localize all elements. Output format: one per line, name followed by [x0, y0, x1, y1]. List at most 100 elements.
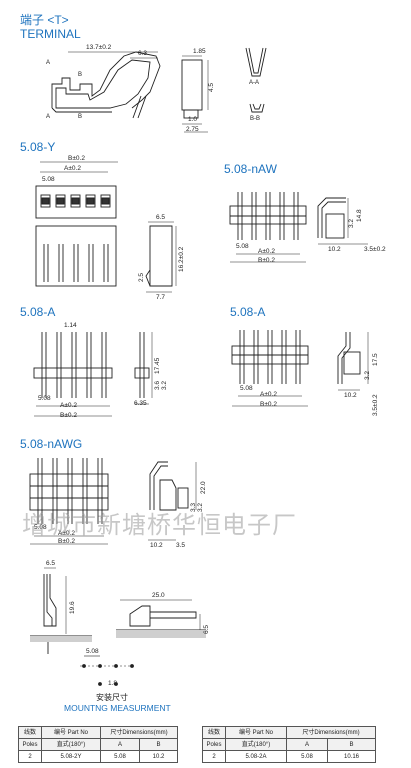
dim-label: 6.35	[134, 400, 147, 407]
mount-title-cn: 安装尺寸	[96, 693, 128, 702]
dim-label: 3.5±0.2	[364, 246, 386, 253]
section-marker: A	[46, 60, 51, 66]
table-header: 线数	[202, 726, 226, 739]
naw508-side-view	[317, 197, 368, 245]
y508-side-view	[145, 221, 177, 293]
spec-table-left: 线数 编号 Part No 尺寸Dimensions(mm) Poles 直式(…	[18, 726, 178, 763]
table-cell: 10.16	[327, 750, 376, 763]
spec-table-right: 线数 编号 Part No 尺寸Dimensions(mm) Poles 直式(…	[202, 726, 376, 763]
dim-label: 13.7±0.2	[86, 44, 112, 51]
a508-right-side-view	[337, 332, 369, 391]
table-header: A	[100, 738, 140, 751]
y508-title: 5.08-Y	[20, 140, 56, 154]
dim-label: 3.6	[154, 380, 161, 390]
nawg508-title: 5.08-nAWG	[20, 437, 83, 451]
dim-label: 22.0	[200, 481, 207, 494]
dim-label: 10.2	[150, 542, 163, 549]
dim-label: 1.0	[188, 116, 198, 123]
section-b-b	[249, 103, 265, 113]
table-cell: 5.08-2A	[225, 750, 287, 763]
dim-label: 10.2	[328, 246, 341, 253]
dim-label: A±0.2	[64, 165, 81, 172]
a508-right-front-view	[231, 330, 309, 407]
dim-label: B±0.2	[68, 155, 85, 162]
table-header: 直式(180°)	[225, 738, 287, 751]
table-cell: 2	[202, 750, 226, 763]
a508-right-title: 5.08-A	[230, 305, 266, 319]
y508-top-view	[35, 161, 118, 219]
dim-label: 5.08	[34, 524, 47, 531]
table-row: 2 5.08-2A 5.08 10.16	[202, 750, 376, 763]
table-header: Poles	[18, 738, 42, 751]
table-row: 2 5.08-2Y 5.08 10.2	[18, 750, 178, 763]
dim-label: 3.5	[176, 542, 186, 549]
table-header: 尺寸Dimensions(mm)	[286, 726, 376, 739]
table-header: 编号 Part No	[225, 726, 287, 739]
dim-label: 17.5	[372, 353, 379, 366]
dim-label: 25.0	[152, 592, 165, 599]
terminal-side-view	[51, 51, 161, 119]
watermark-text: 增城市新塘桥华恒电子厂	[22, 511, 297, 539]
dim-label: 1.85	[193, 48, 206, 55]
table-header: 尺寸Dimensions(mm)	[100, 726, 178, 739]
terminal-front-view	[181, 55, 209, 133]
table-header: 线数	[18, 726, 42, 739]
dim-label: 5.08	[38, 395, 51, 402]
dim-label: 1.8	[108, 680, 118, 687]
dim-label: 5.08	[86, 648, 99, 655]
section-label: B-B	[250, 116, 261, 122]
dim-label: B±0.2	[58, 538, 75, 545]
dim-label: 3.2	[161, 380, 168, 390]
table-header: B	[327, 738, 376, 751]
dim-label: 5.08	[240, 385, 253, 392]
mount-front-view	[116, 599, 206, 638]
dim-label: A±0.2	[58, 530, 75, 537]
table-header: 编号 Part No	[41, 726, 101, 739]
dim-label: 14.8	[356, 209, 363, 222]
section-marker: B	[78, 72, 83, 78]
mount-hole-pattern	[80, 655, 136, 686]
dim-label: 2.75	[186, 126, 199, 133]
terminal-title-en: TERMINAL	[20, 27, 81, 41]
dim-label: 1.14	[64, 322, 77, 329]
section-marker: A	[46, 114, 51, 120]
table-cell: 5.08	[286, 750, 328, 763]
table-cell: 10.2	[139, 750, 178, 763]
table-header: A	[286, 738, 328, 751]
dim-label: B±0.2	[260, 401, 277, 408]
naw508-title: 5.08-nAW	[224, 162, 277, 176]
terminal-title-cn: 端子 <T>	[20, 13, 69, 27]
dim-label: 3.2	[364, 370, 371, 380]
dim-label: 6.5	[203, 624, 210, 634]
dim-label: 5.08	[236, 243, 249, 250]
table-header: 直式(180°)	[41, 738, 101, 751]
dim-label: 6.5	[46, 560, 56, 567]
table-header: B	[139, 738, 178, 751]
table-header: Poles	[202, 738, 226, 751]
a508-left-front-view	[33, 332, 113, 417]
dim-label: 6.3	[138, 50, 148, 57]
naw508-front-view	[229, 192, 307, 263]
dim-label: 3.5±0.2	[372, 394, 379, 416]
dim-label: 19.6	[69, 601, 76, 614]
dim-label: 17.45	[154, 357, 161, 374]
dim-label: B±0.2	[258, 257, 275, 264]
table-cell: 5.08-2Y	[41, 750, 101, 763]
dim-label: B±0.2	[60, 412, 77, 419]
dim-label: A±0.2	[258, 248, 275, 255]
dim-label: 4.5	[208, 82, 215, 92]
section-marker: B	[78, 114, 83, 120]
nawg508-side-view	[148, 461, 197, 541]
a508-left-side-view	[134, 332, 153, 405]
dim-label: 10.2	[344, 392, 357, 399]
dim-label: 3.2	[348, 218, 355, 228]
dim-label: A±0.2	[60, 402, 77, 409]
table-cell: 5.08	[100, 750, 140, 763]
y508-front-view	[35, 225, 117, 287]
dim-label: 5.08	[42, 176, 55, 183]
mount-side-view	[30, 567, 92, 654]
section-label: A-A	[249, 80, 260, 86]
section-a-a	[245, 47, 267, 77]
dim-label: 16.2±0.2	[178, 246, 185, 272]
